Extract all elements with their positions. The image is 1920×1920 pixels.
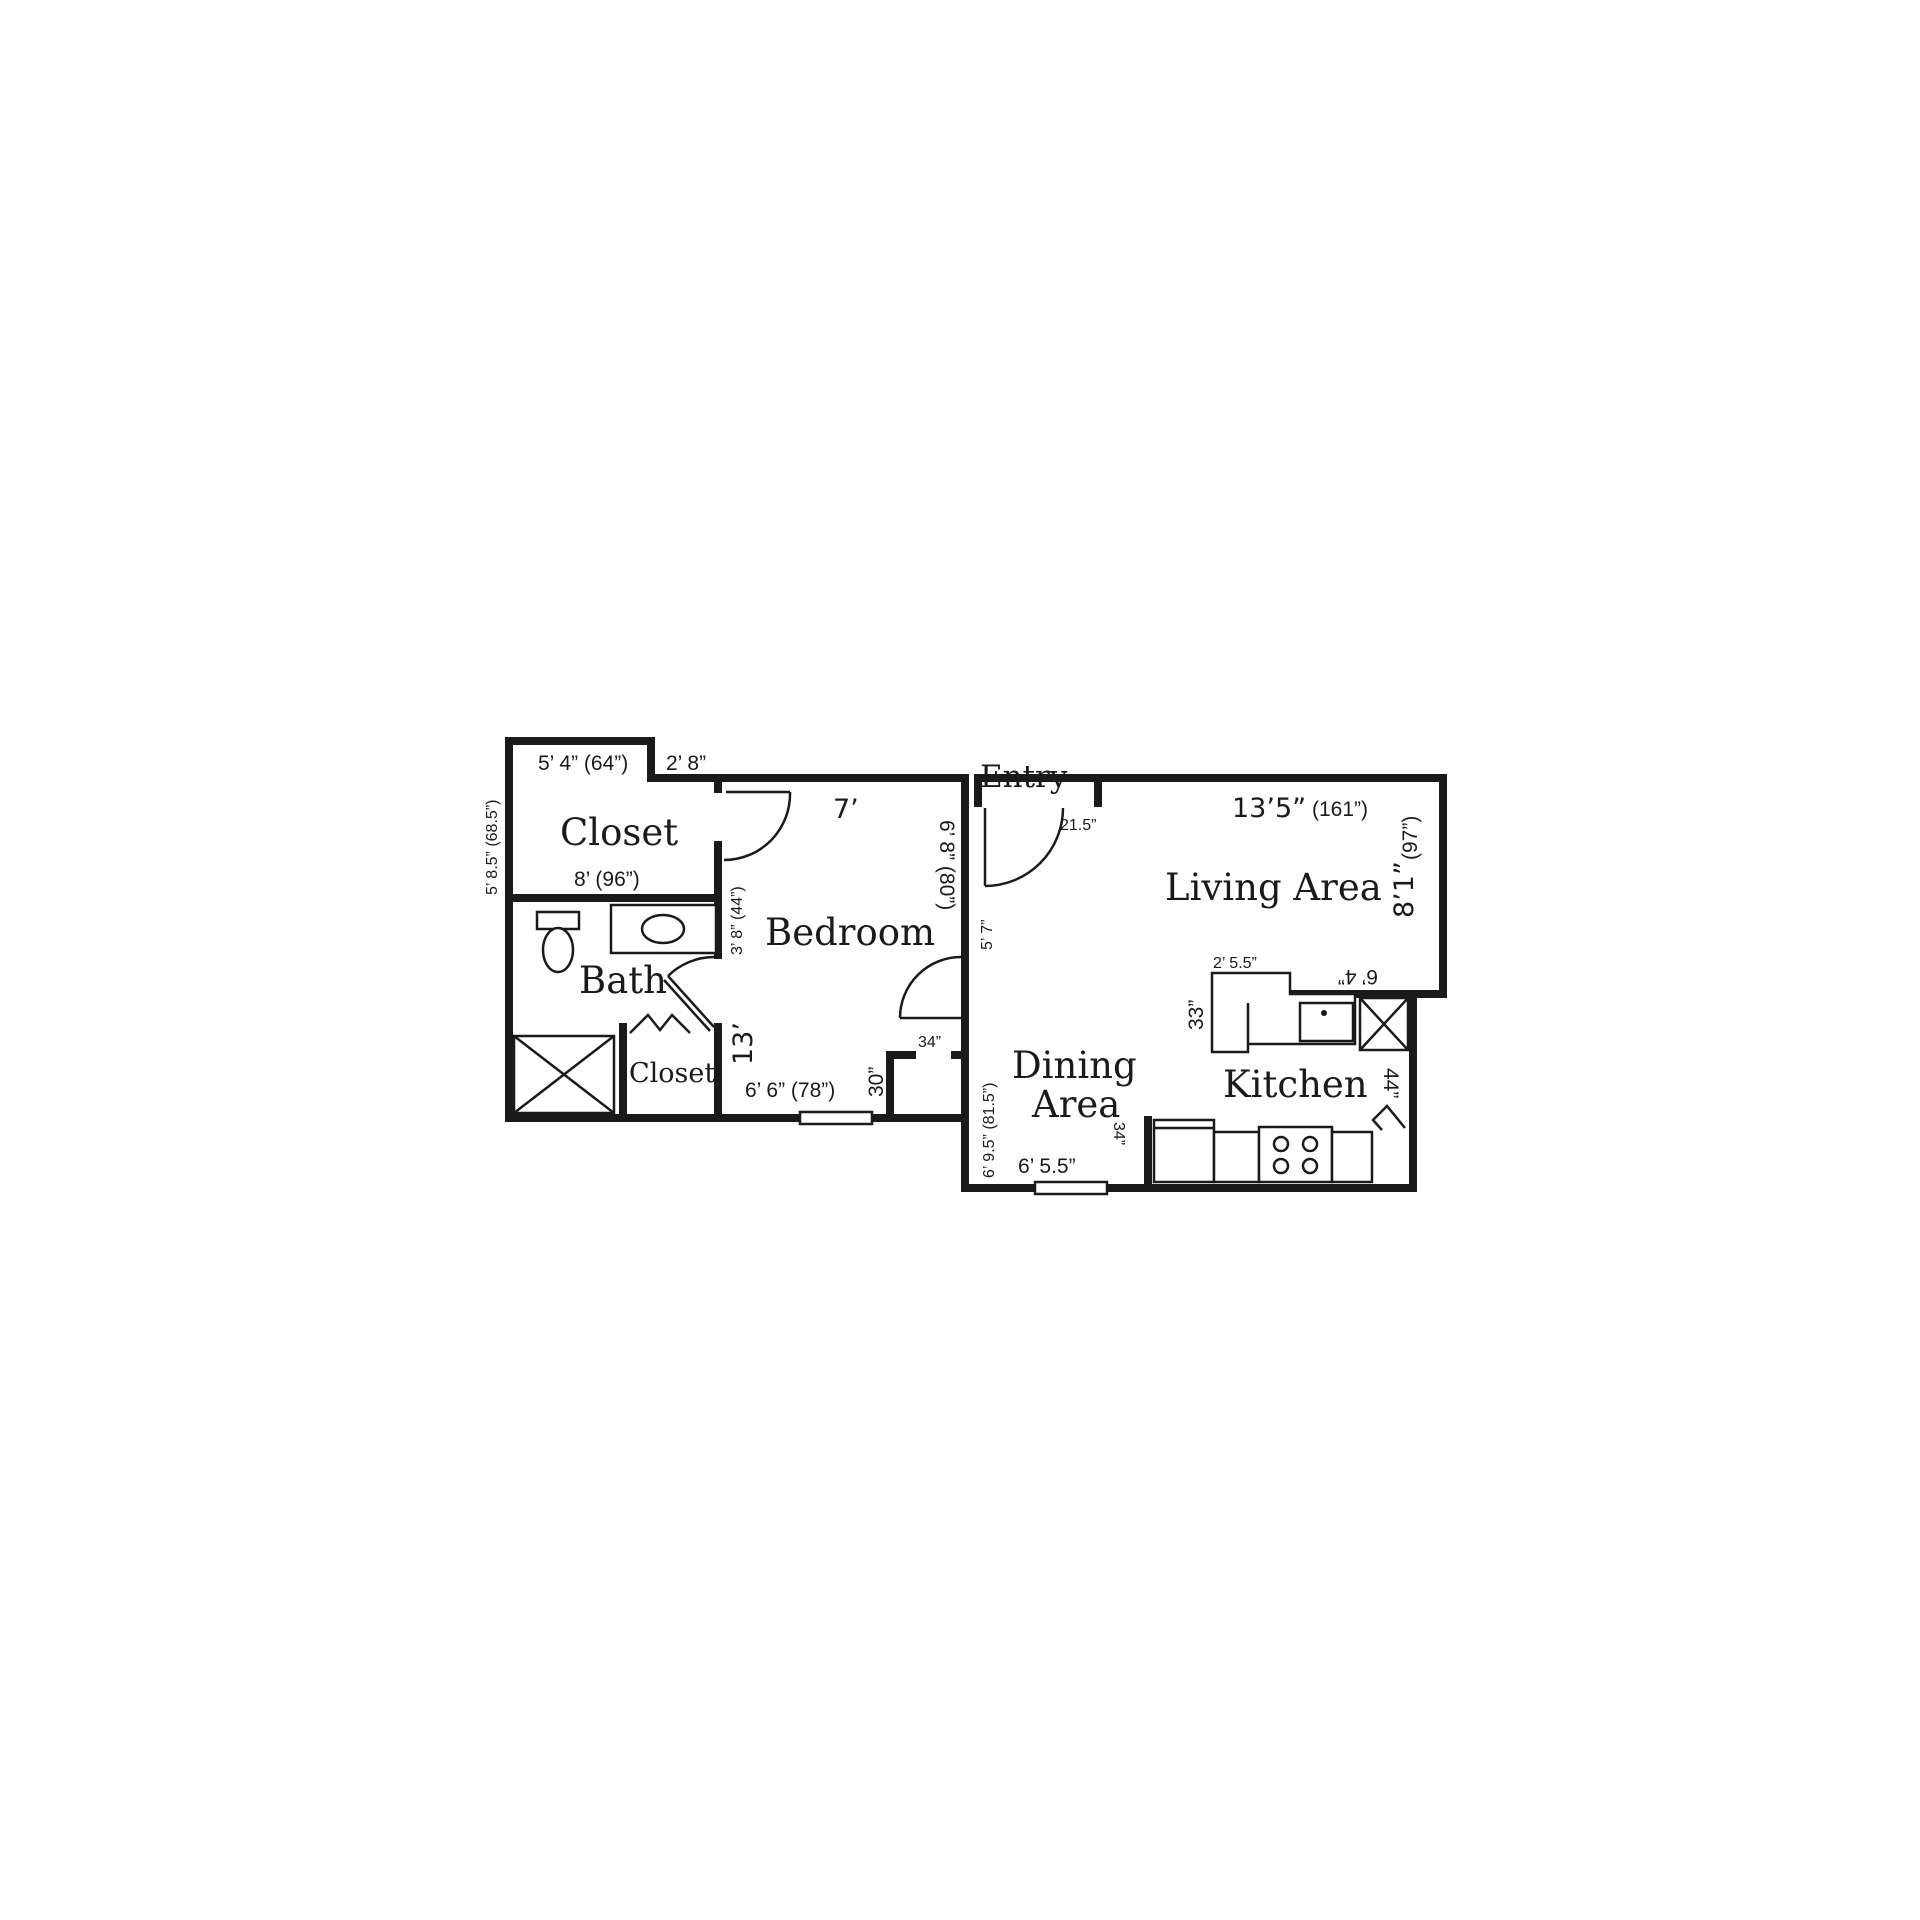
interior-walls	[505, 841, 1152, 1192]
dim-closet-width: 5’ 4” (64”)	[538, 752, 628, 775]
dining-window	[1033, 1180, 1109, 1196]
sink-drain	[1321, 1010, 1327, 1016]
kitchen-sink	[1298, 1001, 1355, 1043]
room-labels: Closet Bedroom Bath Closet Entry Living …	[560, 759, 1382, 1126]
room-label-bedroom: Bedroom	[765, 911, 935, 954]
bath-fixtures	[512, 903, 718, 1115]
vanity	[609, 903, 718, 955]
kitchen-door	[1371, 1104, 1406, 1131]
bath-door-leaf	[667, 975, 715, 1028]
dim-living-depth: 8’1”	[1389, 861, 1420, 918]
kitchen-fixtures	[1152, 971, 1410, 1184]
room-label-dining-line2: Area	[1031, 1083, 1120, 1126]
toilet-tank	[535, 910, 581, 931]
dim-counter-width: 2’ 5.5”	[1213, 955, 1257, 972]
bath-door-leaf-inner	[663, 979, 711, 1032]
room-label-entry: Entry	[980, 759, 1068, 795]
dim-entry-wall: 5’ 7”	[979, 919, 996, 950]
sink-basin	[640, 913, 686, 945]
entry-door-swing	[984, 807, 1065, 888]
room-label-dining-line1: Dining	[1012, 1044, 1137, 1087]
closet-bifold-door	[629, 1013, 691, 1034]
west-wing-wall	[505, 737, 969, 1122]
dim-counter-depth: 33”	[1185, 1000, 1208, 1030]
base-counter	[1212, 1130, 1261, 1184]
toilet-bowl	[541, 926, 575, 974]
windows	[798, 1110, 1109, 1196]
burner-4	[1301, 1157, 1319, 1175]
dim-bedroom-niche: 30”	[865, 1067, 888, 1097]
dim-closet-inner: 8’ (96”)	[574, 868, 640, 891]
pantry-cabinet	[1152, 1118, 1216, 1184]
bedroom-door-swing	[898, 955, 962, 1019]
dim-bedroom-width: 7’	[833, 794, 859, 825]
dim-bedroom-bottom: 6’ 6” (78”)	[745, 1079, 835, 1102]
dim-dining-bottom: 6’ 5.5”	[1018, 1155, 1076, 1178]
dimension-labels: 5’ 4” (64”) 2’ 8” 5’ 8.5” (68.5”) 8’ (96…	[484, 752, 1422, 1178]
burner-3	[1272, 1157, 1290, 1175]
shower-cross-b	[513, 1035, 615, 1114]
corner-counter	[1330, 1130, 1374, 1184]
burner-1	[1272, 1135, 1290, 1153]
room-label-kitchen: Kitchen	[1223, 1063, 1368, 1106]
closet-door-swing	[723, 791, 792, 862]
room-label-closet-top: Closet	[560, 811, 678, 854]
dim-kitchen-top: 6’ 4”	[1338, 965, 1378, 988]
dim-living-depth-in: (97”)	[1399, 816, 1422, 860]
dim-living-width-in: (161”)	[1312, 798, 1368, 821]
room-label-bath: Bath	[579, 959, 667, 1002]
dim-living-width: 13’5”	[1232, 793, 1306, 824]
dim-closet-depth: 5’ 8.5” (68.5”)	[484, 800, 501, 895]
dim-niche-width: 34”	[918, 1034, 941, 1051]
dim-closet-jog: 2’ 8”	[666, 752, 706, 775]
bath-door-swing	[667, 955, 715, 977]
burner-2	[1301, 1135, 1319, 1153]
room-label-closet-small: Closet	[629, 1058, 715, 1089]
dim-entry-door: 21.5”	[1060, 817, 1096, 834]
dim-bedroom-depth: 13’	[728, 1022, 759, 1065]
dim-dining-wall: 6’ 9.5” (81.5”)	[981, 1083, 998, 1178]
dim-kitchen-right: 44”	[1379, 1068, 1402, 1098]
doors	[629, 790, 1406, 1131]
dim-kitchen-left: 34”	[1110, 1122, 1127, 1145]
dim-bedroom-right: 6’ 8” (80”)	[935, 820, 958, 910]
bedroom-window	[798, 1110, 874, 1126]
dim-bedroom-left: 3’ 8” (44”)	[729, 886, 746, 955]
fridge-cross-b	[1359, 997, 1409, 1051]
stove	[1257, 1125, 1334, 1184]
room-label-living: Living Area	[1165, 866, 1382, 909]
